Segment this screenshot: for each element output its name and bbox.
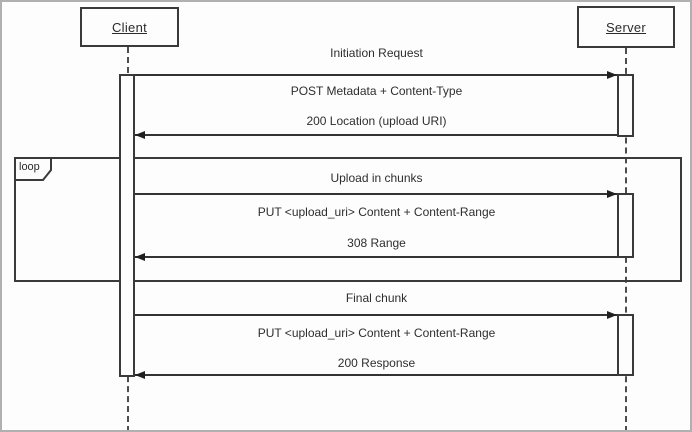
response-arrowhead-icon	[135, 131, 145, 139]
response-line-upload-chunk	[135, 253, 617, 261]
response-arrowhead-icon	[135, 253, 145, 261]
request-line-initiation	[135, 71, 617, 79]
activation-bar-server-initiation	[617, 74, 634, 137]
request-line-upload-chunk	[135, 190, 617, 198]
loop-tab-pentagon-icon	[14, 157, 52, 181]
section-title-upload-chunks: Upload in chunks	[330, 171, 423, 185]
request-label-upload-chunk: PUT <upload_uri> Content + Content-Range	[257, 205, 496, 219]
activation-bar-server-final	[617, 314, 634, 376]
request-arrowhead-icon	[607, 311, 617, 319]
actor-box-client: Client	[80, 7, 179, 47]
actor-label-server: Server	[605, 19, 647, 35]
activation-bar-client	[119, 74, 135, 377]
request-arrowhead-icon	[607, 71, 617, 79]
loop-fragment: loop	[14, 157, 682, 282]
response-line-final-chunk	[135, 371, 617, 379]
activation-bar-server-loop	[617, 193, 634, 258]
response-label-final-chunk: 200 Response	[337, 356, 416, 370]
section-title-final-chunk: Final chunk	[345, 291, 408, 305]
request-label-final-chunk: PUT <upload_uri> Content + Content-Range	[257, 326, 496, 340]
request-line-final-chunk	[135, 311, 617, 319]
actor-label-client: Client	[111, 19, 148, 35]
response-arrowhead-icon	[135, 371, 145, 379]
response-label-initiation: 200 Location (upload URI)	[306, 114, 447, 128]
section-title-initiation: Initiation Request	[330, 46, 423, 60]
request-label-initiation: POST Metadata + Content-Type	[290, 84, 463, 98]
response-label-upload-chunk: 308 Range	[347, 236, 406, 250]
request-arrowhead-icon	[607, 190, 617, 198]
actor-box-server: Server	[577, 6, 675, 48]
loop-fragment-tab: loop	[14, 157, 54, 182]
response-line-initiation	[135, 131, 617, 139]
loop-fragment-label: loop	[19, 161, 40, 173]
